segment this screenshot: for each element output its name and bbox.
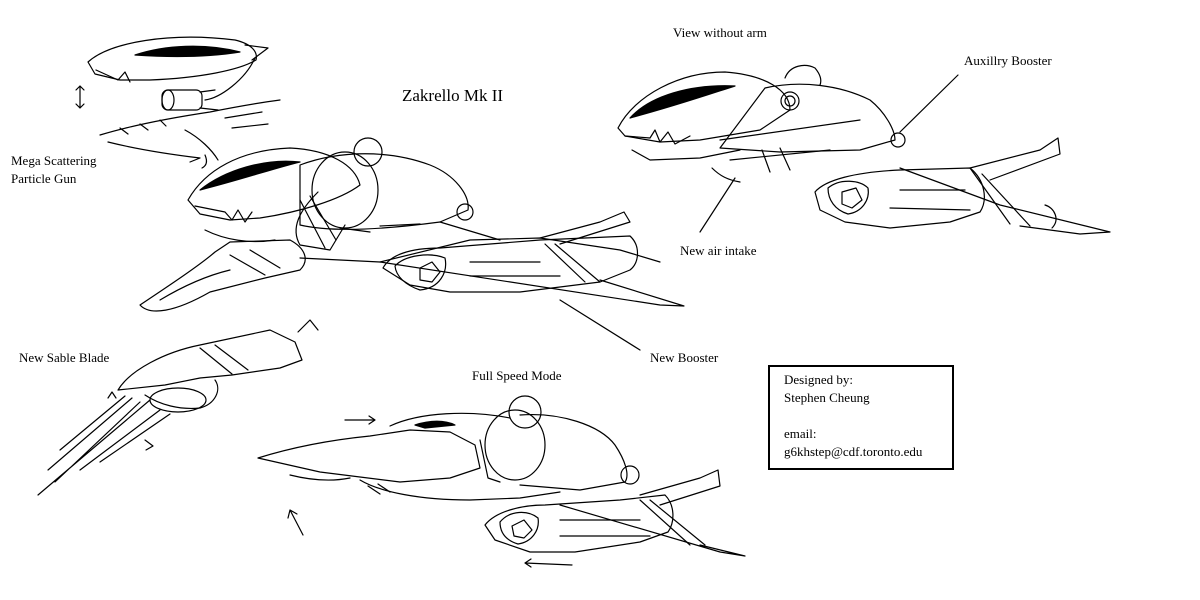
sable-blade-sketch bbox=[37, 319, 319, 496]
new-booster-label: New Booster bbox=[650, 350, 719, 365]
email-address: g6khstep@cdf.toronto.edu bbox=[784, 444, 923, 459]
email-label: email: bbox=[784, 426, 817, 441]
credits-box: Designed by: Stephen Cheung email: g6khs… bbox=[768, 365, 954, 470]
full-speed-mode-label: Full Speed Mode bbox=[472, 368, 562, 383]
new-air-intake-label: New air intake bbox=[680, 243, 757, 258]
view-without-arm-label: View without arm bbox=[673, 25, 767, 40]
mega-gun-label-line2: Particle Gun bbox=[11, 171, 77, 186]
particle-gun-sketch bbox=[75, 36, 281, 169]
mega-gun-label-line1: Mega Scattering bbox=[11, 153, 97, 168]
new-booster-leader bbox=[559, 299, 641, 351]
designer-name: Stephen Cheung bbox=[784, 390, 870, 405]
view-without-arm-sketch bbox=[617, 64, 1111, 235]
designed-by-label: Designed by: bbox=[784, 372, 853, 387]
page-title: Zakrello Mk II bbox=[402, 86, 504, 105]
full-speed-sketch bbox=[257, 395, 746, 568]
main-mecha-sketch bbox=[139, 137, 685, 312]
new-sable-blade-label: New Sable Blade bbox=[19, 350, 110, 365]
auxiliary-booster-label: Auxillry Booster bbox=[964, 53, 1052, 68]
